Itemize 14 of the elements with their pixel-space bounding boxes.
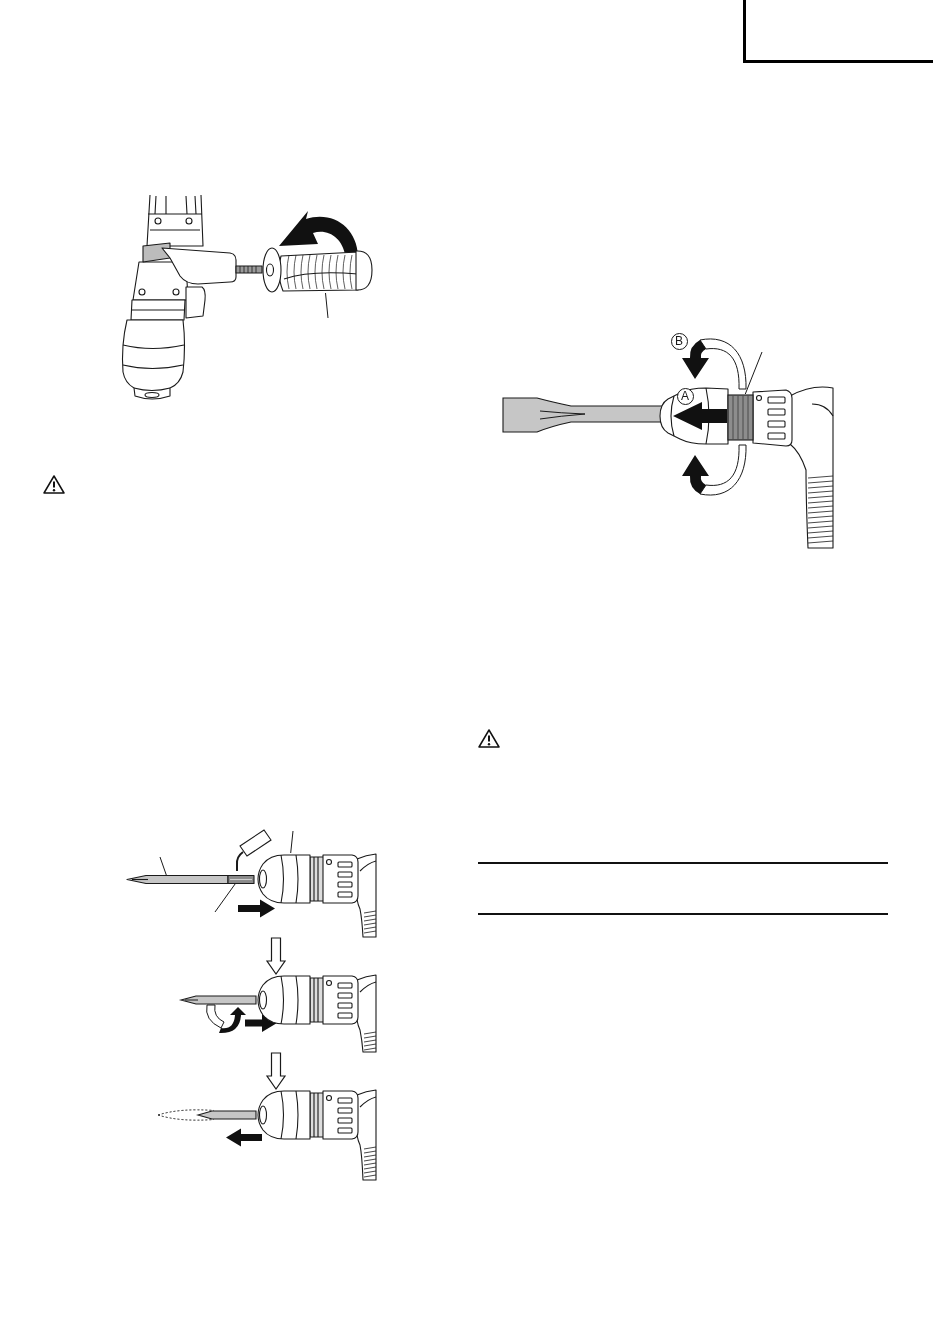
step-arrow — [265, 1052, 287, 1091]
grip-ring — [727, 394, 754, 441]
hammer-drill — [257, 1089, 378, 1181]
step-arrow — [265, 937, 287, 976]
leader-line — [325, 292, 329, 319]
side-handle — [262, 246, 373, 293]
hammer-drill — [257, 974, 378, 1053]
leader-line — [159, 856, 167, 876]
leader-line — [214, 883, 236, 913]
chisel-bit — [126, 875, 228, 884]
bit-shank — [228, 875, 255, 884]
leader-line — [290, 830, 294, 854]
callout-letter: B — [670, 332, 688, 350]
hammer-drill — [257, 853, 378, 938]
